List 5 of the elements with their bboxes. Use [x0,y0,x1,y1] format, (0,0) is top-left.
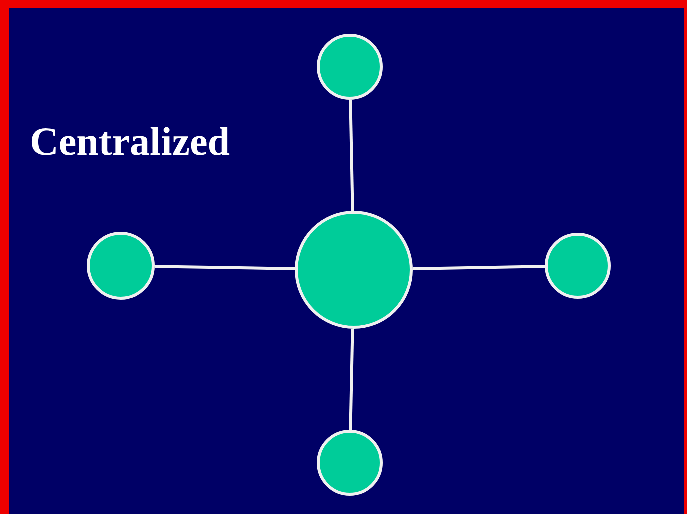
title: Centralized [30,118,230,165]
connector-line [349,100,354,212]
connector-line [349,328,354,430]
connector-line [412,265,546,270]
connector-line [154,265,296,270]
